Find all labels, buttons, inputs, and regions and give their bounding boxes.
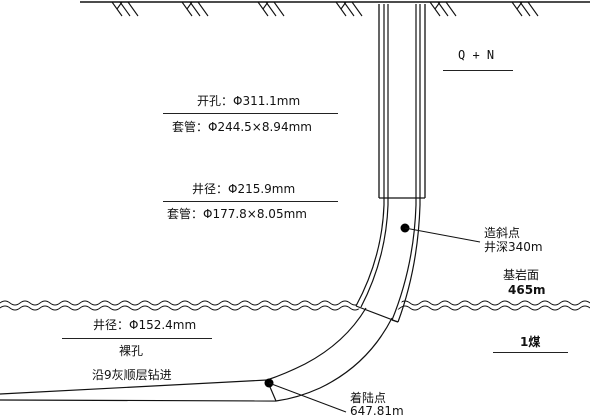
kickoff-point-depth: 井深340m <box>484 240 543 254</box>
kickoff-leader <box>404 227 481 243</box>
bedrock-surface-depth: 465m <box>508 283 546 297</box>
section1-casing-label: 套管：Φ244.5×8.94mm <box>172 120 312 134</box>
section2-divider <box>163 201 338 202</box>
section3-bore-label: 井径：Φ152.4mm <box>93 318 197 332</box>
coal-seam-label: 1煤 <box>520 335 541 349</box>
section1-divider <box>163 113 338 114</box>
kickoff-point-name: 造斜点 <box>484 226 521 240</box>
section2-casing-label: 套管：Φ177.8×8.05mm <box>167 207 307 221</box>
coal-seam-underline <box>493 352 568 353</box>
top-unit-label: Q + N <box>458 48 495 62</box>
build-section <box>266 307 393 402</box>
section3-divider <box>62 338 212 339</box>
landing-point-name: 着陆点 <box>350 391 387 405</box>
horizontal-section <box>0 379 277 402</box>
ground-hatch <box>111 1 539 17</box>
section2-bore-label: 井径：Φ215.9mm <box>192 182 296 196</box>
bedrock-surface-line-2 <box>0 305 590 311</box>
landing-leader <box>268 382 347 413</box>
section1-hole-label: 开孔：Φ311.1mm <box>197 94 301 108</box>
top-unit-underline <box>443 70 513 71</box>
bedrock-surface-line <box>0 300 590 306</box>
section3-completion-label: 裸孔 <box>119 344 144 358</box>
bedrock-surface-label: 基岩面 <box>503 268 540 282</box>
intermediate-casing <box>355 4 421 323</box>
landing-point-depth: 647.81m <box>350 404 404 418</box>
surface-casing <box>378 4 426 199</box>
section3-drilling-label: 沿9灰顺层钻进 <box>92 368 172 382</box>
